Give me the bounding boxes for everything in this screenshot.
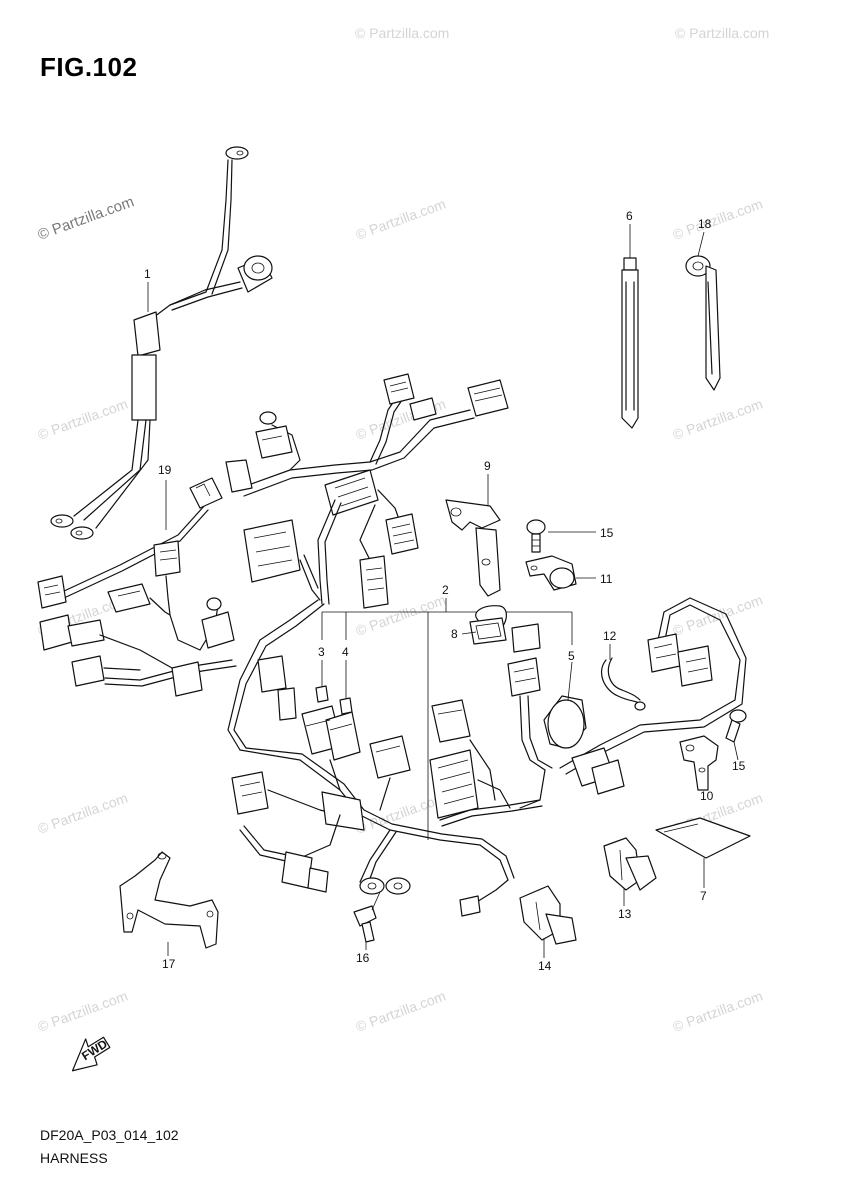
callout-7: 7	[700, 889, 707, 903]
callout-17: 17	[162, 957, 176, 971]
watermark: © Partzilla.com	[354, 196, 448, 243]
callout-8: 8	[451, 627, 458, 641]
watermark: © Partzilla.com	[355, 25, 449, 41]
part-14-clamp[interactable]	[519, 885, 577, 945]
callout-15-lower: 15	[732, 759, 746, 773]
part-12-clip[interactable]	[601, 657, 646, 711]
callout-labels: 1 2 3 4 5 6 7 8 9 10 11 12 13 14 15 15 1…	[144, 209, 746, 973]
leader-lines	[147, 224, 739, 958]
part-9-bracket[interactable]	[445, 499, 501, 597]
watermark: © Partzilla.com	[671, 396, 765, 443]
callout-12: 12	[603, 629, 617, 643]
right-sub-harness[interactable]	[559, 597, 747, 795]
main-harness[interactable]	[39, 373, 543, 917]
callout-18: 18	[698, 217, 712, 231]
callout-2-bracket	[321, 598, 573, 840]
callout-9: 9	[484, 459, 491, 473]
callout-6: 6	[626, 209, 633, 223]
diagram-code: DF20A_P03_014_102	[40, 1127, 179, 1143]
part-17-bracket[interactable]	[119, 851, 219, 949]
callout-1: 1	[144, 267, 151, 281]
callout-2: 2	[442, 583, 449, 597]
fwd-arrow-icon: FWD	[71, 1037, 111, 1072]
part-19-sub-harness[interactable]	[37, 477, 223, 609]
figure-title: FIG.102	[40, 52, 138, 82]
part-15-bolt-upper[interactable]	[526, 519, 546, 553]
callout-10: 10	[700, 789, 714, 803]
watermark: © Partzilla.com	[354, 988, 448, 1035]
part-13-clamp[interactable]	[603, 837, 657, 891]
part-6-cable-tie[interactable]	[621, 257, 639, 429]
watermark: © Partzilla.com	[36, 988, 130, 1035]
part-8-seal[interactable]	[469, 617, 507, 645]
watermark: © Partzilla.com	[675, 25, 769, 41]
callout-4: 4	[342, 645, 349, 659]
callout-5: 5	[568, 649, 575, 663]
callout-11: 11	[600, 572, 613, 586]
watermark: © Partzilla.com	[354, 790, 448, 837]
callout-3: 3	[318, 645, 325, 659]
part-1-cable-assembly[interactable]	[50, 146, 273, 540]
callout-13: 13	[618, 907, 632, 921]
callout-15-upper: 15	[600, 526, 614, 540]
part-18-clip-tie[interactable]	[685, 255, 721, 391]
watermark: © Partzilla.com	[36, 790, 130, 837]
parts-3-4-fuses-relays[interactable]	[301, 660, 411, 811]
part-15-bolt-lower[interactable]	[725, 709, 747, 743]
watermark: © Partzilla.com	[36, 193, 137, 244]
callout-14: 14	[538, 959, 552, 973]
watermark: © Partzilla.com	[671, 196, 765, 243]
callout-19: 19	[158, 463, 172, 477]
part-10-bracket[interactable]	[679, 735, 719, 791]
watermark: © Partzilla.com	[36, 396, 130, 443]
watermark: © Partzilla.com	[671, 988, 765, 1035]
callout-16: 16	[356, 951, 370, 965]
diagram-name: HARNESS	[40, 1150, 108, 1166]
part-16-bolt[interactable]	[353, 905, 377, 943]
part-7-sheet[interactable]	[655, 817, 751, 859]
watermark: © Partzilla.com	[671, 592, 765, 639]
part-11-clamp[interactable]	[525, 555, 577, 591]
